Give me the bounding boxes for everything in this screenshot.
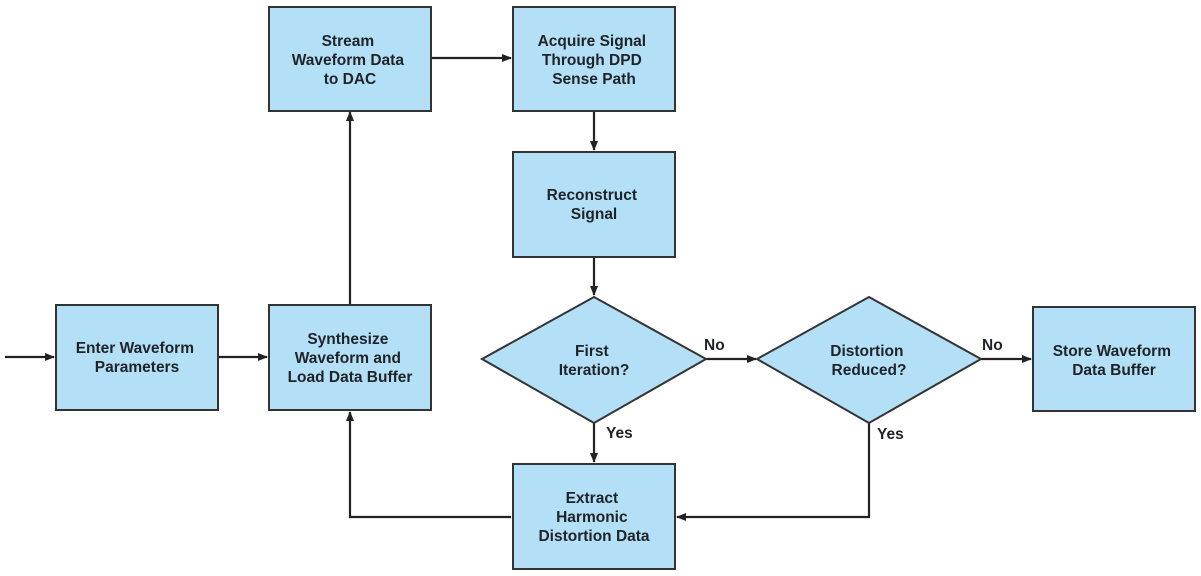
node-label: Distortion Reduced? <box>830 343 908 379</box>
label-distortion-no: No <box>982 337 1003 354</box>
node-enter-waveform-parameters: Enter Waveform Parameters <box>55 304 219 411</box>
edge-distortion-yes <box>676 423 871 521</box>
node-label: Enter Waveform Parameters <box>76 340 199 376</box>
decision-distortion-reduced: Distortion Reduced? <box>754 295 984 425</box>
node-stream-waveform-data: Stream Waveform Data to DAC <box>268 6 432 112</box>
node-label: Extract Harmonic Distortion Data <box>538 490 649 545</box>
label-first-iteration-no: No <box>704 337 725 354</box>
node-reconstruct-signal: Reconstruct Signal <box>512 151 676 258</box>
label-first-iteration-yes: Yes <box>606 425 633 442</box>
edges <box>5 54 1032 521</box>
node-store-waveform-data-buffer: Store Waveform Data Buffer <box>1032 306 1196 412</box>
node-label: Stream Waveform Data to DAC <box>292 33 409 88</box>
node-label: Acquire Signal Through DPD Sense Path <box>538 33 651 88</box>
node-extract-harmonic-distortion: Extract Harmonic Distortion Data <box>512 463 676 570</box>
edge-extract-to-synthesize <box>346 411 511 519</box>
node-label: First Iteration? <box>559 343 630 379</box>
node-label: Synthesize Waveform and Load Data Buffer <box>288 331 413 386</box>
node-acquire-signal: Acquire Signal Through DPD Sense Path <box>512 6 676 112</box>
node-label: Reconstruct Signal <box>547 187 642 223</box>
decision-first-iteration: First Iteration? <box>479 295 709 425</box>
node-synthesize-waveform: Synthesize Waveform and Load Data Buffer <box>268 304 432 411</box>
node-label: Store Waveform Data Buffer <box>1053 343 1176 379</box>
label-distortion-yes: Yes <box>877 426 904 443</box>
